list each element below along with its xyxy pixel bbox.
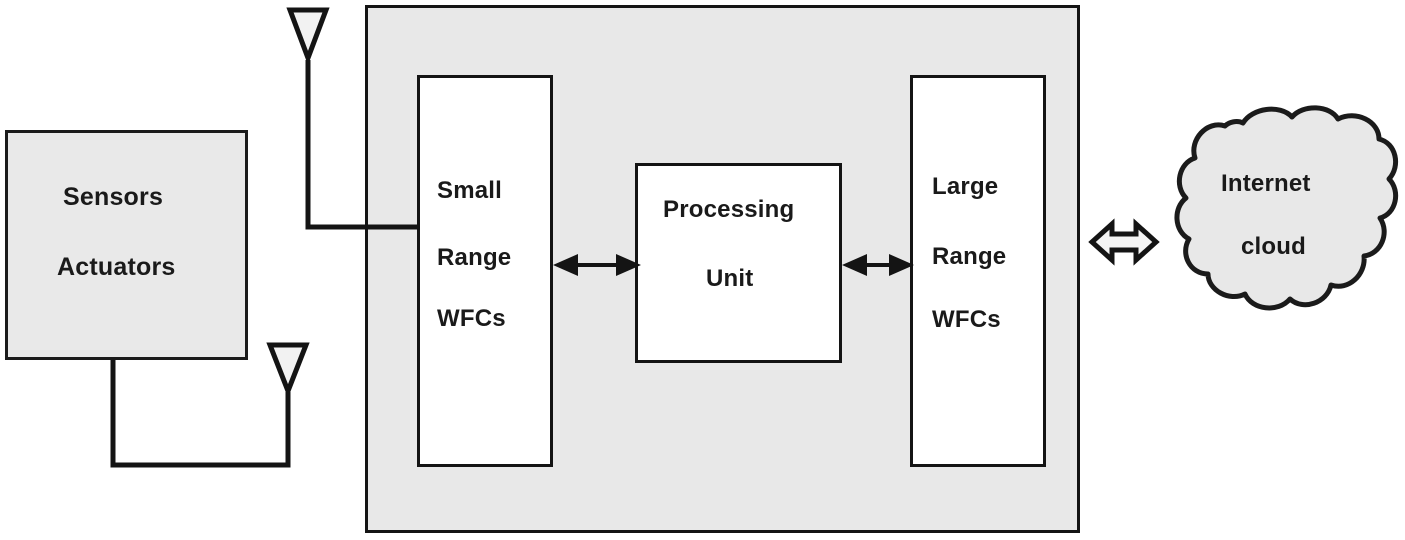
connector-sensors-to-bottom-antenna [110,360,291,468]
sensors-actuators-box [5,130,248,360]
connector-device-to-cloud [1088,218,1160,266]
large-range-wfcs-label-line2: Range [932,243,1007,270]
sensors-label-line1: Sensors [63,183,164,211]
large-range-wfcs-label-line3: WFCs [932,306,1001,333]
processing-unit-label-line2: Unit [706,265,754,292]
connector-sensors-to-top-antenna [305,60,420,230]
small-range-wfcs-label-line1: Small [437,177,503,204]
antenna-icon-bottom [266,342,310,398]
connector-processing-to-large-wfc [842,254,914,276]
internet-cloud-label-line2: cloud [1241,233,1306,260]
processing-unit-box [635,163,842,363]
processing-unit-label-line1: Processing [663,196,795,223]
sensors-label-line2: Actuators [57,253,176,281]
large-range-wfcs-label-line1: Large [932,173,999,200]
large-range-wfcs-box [910,75,1046,467]
internet-cloud-shape [1174,105,1399,311]
internet-cloud-label-line1: Internet [1221,170,1311,197]
connector-small-wfc-to-processing [553,254,641,276]
antenna-icon-top [286,7,330,66]
small-range-wfcs-label-line3: WFCs [437,305,506,332]
small-range-wfcs-box [417,75,553,467]
small-range-wfcs-label-line2: Range [437,244,512,271]
